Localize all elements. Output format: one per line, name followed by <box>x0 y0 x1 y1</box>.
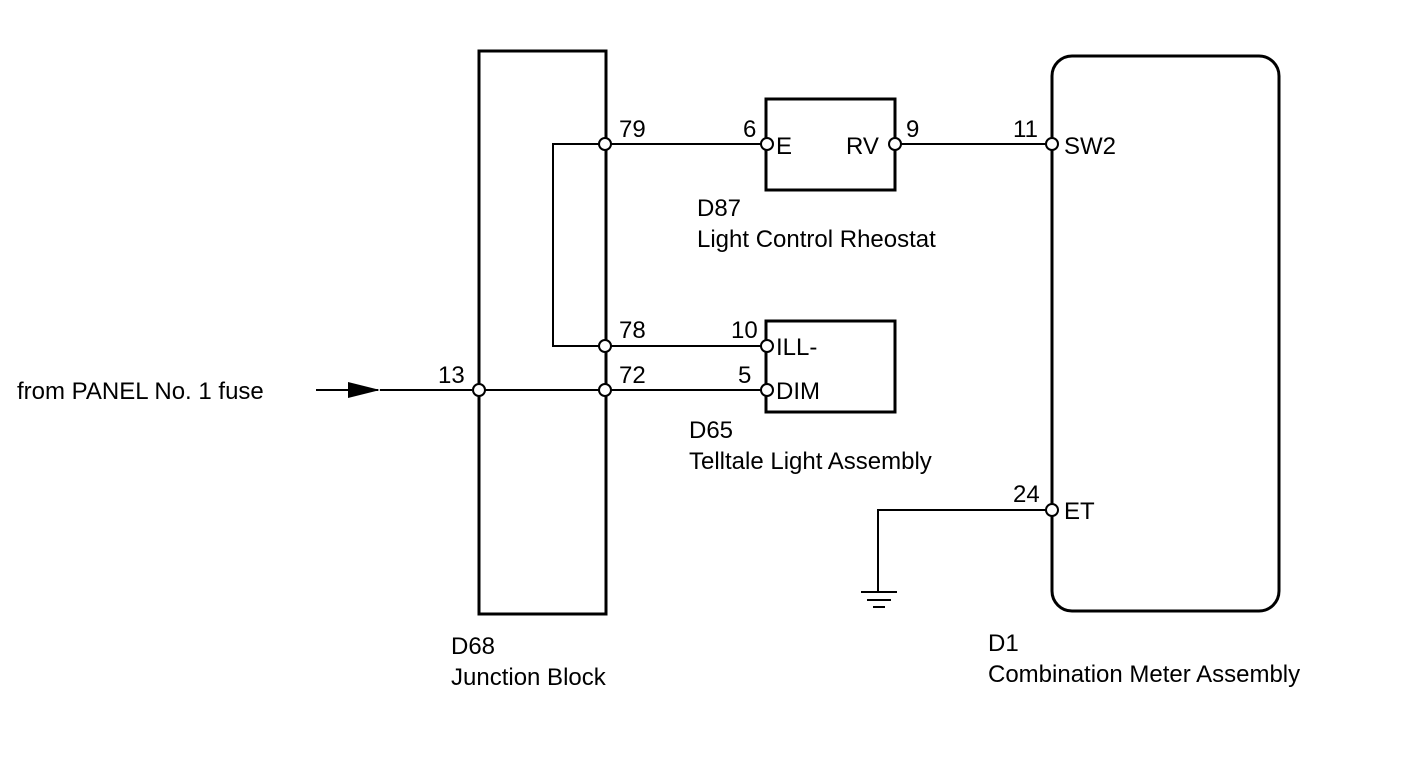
source-label: from PANEL No. 1 fuse <box>17 378 264 405</box>
pin-5-terminal <box>760 383 774 397</box>
pin-11-terminal <box>1045 137 1059 151</box>
junction-block-code: D68 <box>451 633 495 660</box>
pin-13-label: 13 <box>438 362 465 389</box>
arrow-right-icon <box>348 382 380 398</box>
pin-13-terminal <box>472 383 486 397</box>
pin-72-terminal <box>598 383 612 397</box>
pin-79-label: 79 <box>619 116 646 143</box>
pin-5-label: 5 <box>738 362 751 389</box>
combination-meter-box <box>1050 54 1281 613</box>
pin-DIM-name: DIM <box>776 378 820 405</box>
pin-9-terminal <box>888 137 902 151</box>
telltale-name: Telltale Light Assembly <box>689 448 932 475</box>
pin-10-label: 10 <box>731 317 758 344</box>
pin-6-terminal <box>760 137 774 151</box>
combination-meter-name: Combination Meter Assembly <box>988 661 1300 688</box>
pin-78-terminal <box>598 339 612 353</box>
pin-79-terminal <box>598 137 612 151</box>
pin-RV-name: RV <box>846 133 879 160</box>
pin-ILL-name: ILL- <box>776 334 817 361</box>
telltale-code: D65 <box>689 417 733 444</box>
pin-24-label: 24 <box>1013 481 1040 508</box>
pin-11-label: 11 <box>1013 116 1038 143</box>
telltale-box <box>764 319 897 414</box>
junction-block-name: Junction Block <box>451 664 607 691</box>
wire-ET-to-ground <box>877 509 1046 592</box>
combination-meter-code: D1 <box>988 630 1019 657</box>
pin-72-label: 72 <box>619 362 646 389</box>
pin-10-terminal <box>760 339 774 353</box>
rheostat-name: Light Control Rheostat <box>697 226 936 253</box>
pin-E-name: E <box>776 133 792 160</box>
pin-SW2-name: SW2 <box>1064 133 1116 160</box>
pin-78-label: 78 <box>619 317 646 344</box>
pin-6-label: 6 <box>743 116 756 143</box>
rheostat-code: D87 <box>697 195 741 222</box>
pin-9-label: 9 <box>906 116 919 143</box>
ground-icon <box>861 591 897 608</box>
junction-block-box <box>477 49 608 616</box>
pin-ET-name: ET <box>1064 498 1095 525</box>
pin-24-terminal <box>1045 503 1059 517</box>
wire-loop-79-78 <box>552 143 599 347</box>
